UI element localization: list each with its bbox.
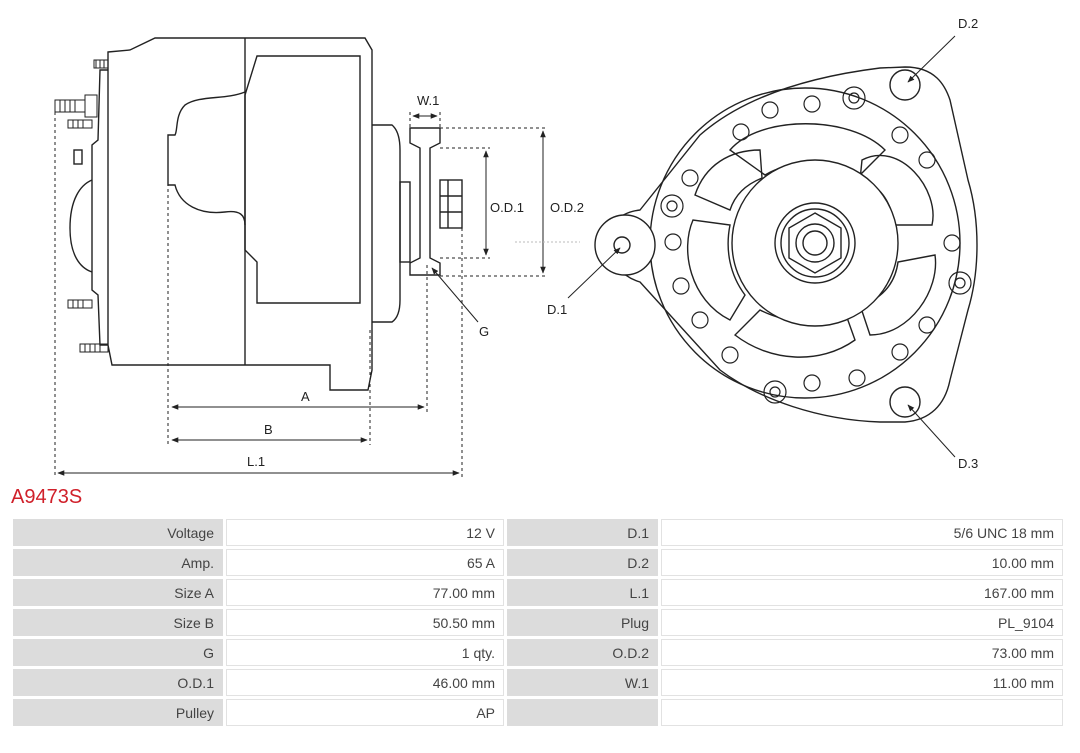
spec-label: O.D.1 bbox=[13, 669, 223, 696]
spec-label: Size B bbox=[13, 609, 223, 636]
mount-hole-d2-icon bbox=[889, 69, 921, 101]
spec-label: Amp. bbox=[13, 549, 223, 576]
dimension-lines bbox=[54, 100, 580, 478]
spec-label: D.1 bbox=[507, 519, 658, 546]
dimension-labels: W.1 O.D.1 O.D.2 A B L.1 G D.1 D.2 D.3 bbox=[247, 16, 978, 471]
label-od1: O.D.1 bbox=[490, 200, 524, 215]
label-l1: L.1 bbox=[247, 454, 265, 469]
technical-drawing: W.1 O.D.1 O.D.2 A B L.1 G D.1 D.2 D.3 bbox=[54, 16, 978, 478]
spec-label: G bbox=[13, 639, 223, 666]
alternator-side-view bbox=[54, 37, 463, 391]
spec-value: AP bbox=[226, 699, 504, 726]
label-d1: D.1 bbox=[547, 302, 567, 317]
spec-label bbox=[507, 699, 658, 726]
spec-value: 77.00 mm bbox=[226, 579, 504, 606]
hex-nut-icon bbox=[788, 212, 842, 274]
spec-label: Voltage bbox=[13, 519, 223, 546]
spec-value: 50.50 mm bbox=[226, 609, 504, 636]
label-g: G bbox=[479, 324, 489, 339]
rear-bolts bbox=[54, 59, 109, 353]
spec-value: 65 A bbox=[226, 549, 504, 576]
alternator-front-view bbox=[594, 66, 978, 423]
spec-value: 1 qty. bbox=[226, 639, 504, 666]
spec-label: Pulley bbox=[13, 699, 223, 726]
spec-label: O.D.2 bbox=[507, 639, 658, 666]
spec-label: W.1 bbox=[507, 669, 658, 696]
screw-icons bbox=[660, 86, 972, 404]
spec-label: D.2 bbox=[507, 549, 658, 576]
part-number: A9473S bbox=[11, 486, 83, 508]
spec-value: 11.00 mm bbox=[661, 669, 1063, 696]
label-od2: O.D.2 bbox=[550, 200, 584, 215]
spec-label: Size A bbox=[13, 579, 223, 606]
label-b: B bbox=[264, 422, 273, 437]
spec-value bbox=[661, 699, 1063, 726]
spec-label: L.1 bbox=[507, 579, 658, 606]
spec-value: PL_9104 bbox=[661, 609, 1063, 636]
mount-hole-d1-icon bbox=[613, 236, 631, 254]
spec-label: Plug bbox=[507, 609, 658, 636]
mount-hole-d3-icon bbox=[889, 386, 921, 418]
spec-value: 46.00 mm bbox=[226, 669, 504, 696]
label-w1: W.1 bbox=[417, 93, 439, 108]
label-d2: D.2 bbox=[958, 16, 978, 31]
hole-leaders bbox=[567, 35, 956, 458]
spec-value: 10.00 mm bbox=[661, 549, 1063, 576]
label-d3: D.3 bbox=[958, 456, 978, 471]
label-a: A bbox=[301, 389, 310, 404]
pulley-icon bbox=[409, 127, 441, 276]
spec-value: 12 V bbox=[226, 519, 504, 546]
spec-value: 73.00 mm bbox=[661, 639, 1063, 666]
spec-value: 5/6 UNC 18 mm bbox=[661, 519, 1063, 546]
spec-value: 167.00 mm bbox=[661, 579, 1063, 606]
